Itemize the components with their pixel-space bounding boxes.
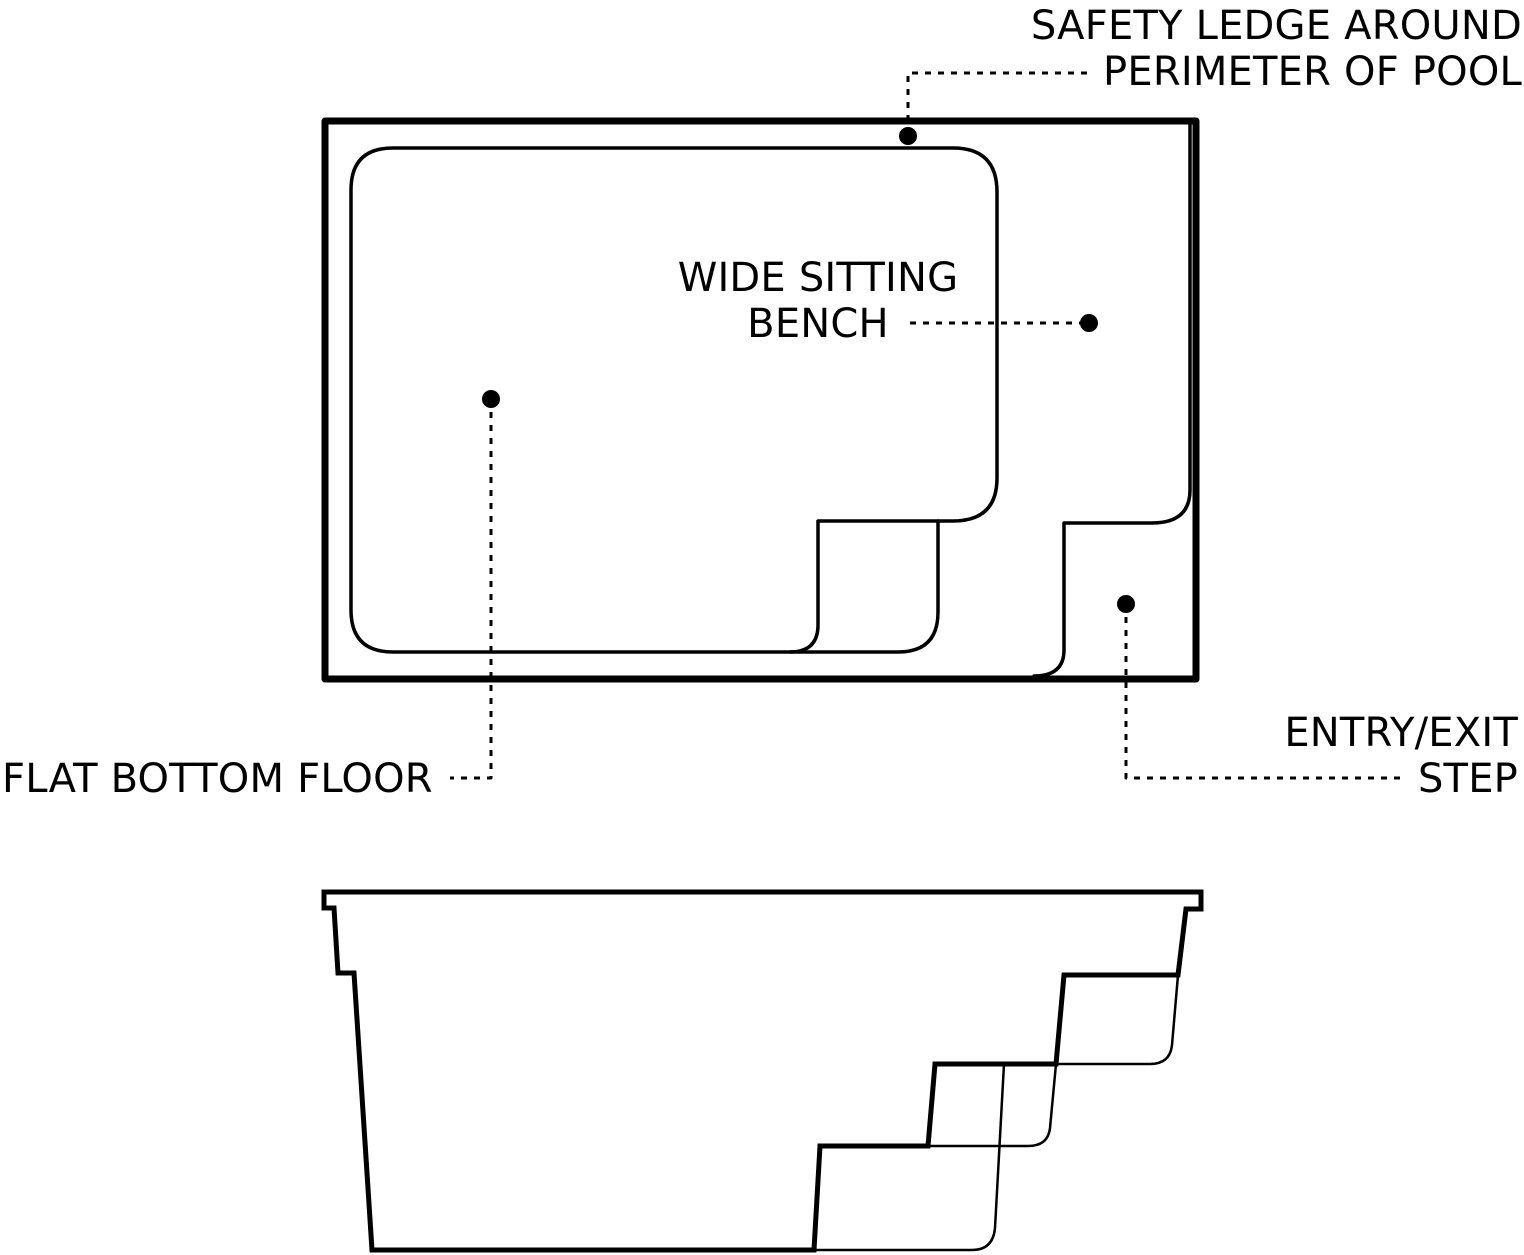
step-line-riser	[814, 1063, 1006, 1252]
flat-floor-label: FLAT BOTTOM FLOOR	[2, 756, 433, 802]
section-step-lines	[814, 974, 1180, 1252]
entry-exit-label-line1: ENTRY/EXIT	[1284, 710, 1518, 756]
entry-exit-label: ENTRY/EXIT STEP	[1284, 710, 1518, 802]
leader-entry-exit	[1124, 604, 1402, 780]
dot-flat-floor	[482, 390, 500, 408]
leader-lines	[450, 71, 1402, 780]
pool-section-outline	[321, 889, 1204, 1253]
step-line-middle	[928, 1063, 1058, 1148]
entry-exit-label-line2: STEP	[1417, 756, 1518, 802]
dot-sitting-bench	[1080, 314, 1098, 332]
sitting-bench-label-line2: BENCH	[747, 301, 889, 347]
sitting-bench-label: WIDE SITTING BENCH	[668, 255, 968, 347]
section-view	[321, 889, 1204, 1253]
dot-safety-ledge	[899, 127, 917, 145]
step-line-top	[1056, 974, 1180, 1066]
pool-step-inner	[788, 519, 940, 654]
flat-floor-label-line1: FLAT BOTTOM FLOOR	[2, 756, 433, 802]
safety-ledge-label-line1: SAFETY LEDGE AROUND	[1030, 3, 1522, 49]
callout-dots	[482, 127, 1135, 613]
leader-flat-floor	[450, 399, 493, 780]
pool-bench-edge	[1032, 119, 1192, 678]
safety-ledge-label-line2: PERIMETER OF POOL	[1103, 49, 1522, 95]
leader-safety-ledge	[906, 71, 1094, 134]
safety-ledge-label: SAFETY LEDGE AROUND PERIMETER OF POOL	[1031, 3, 1522, 95]
plan-view	[321, 71, 1402, 780]
sitting-bench-label-line1: WIDE SITTING	[677, 255, 959, 301]
pool-floor-outline	[349, 146, 999, 654]
dot-entry-exit	[1117, 595, 1135, 613]
pool-outer-rim	[321, 117, 1200, 683]
